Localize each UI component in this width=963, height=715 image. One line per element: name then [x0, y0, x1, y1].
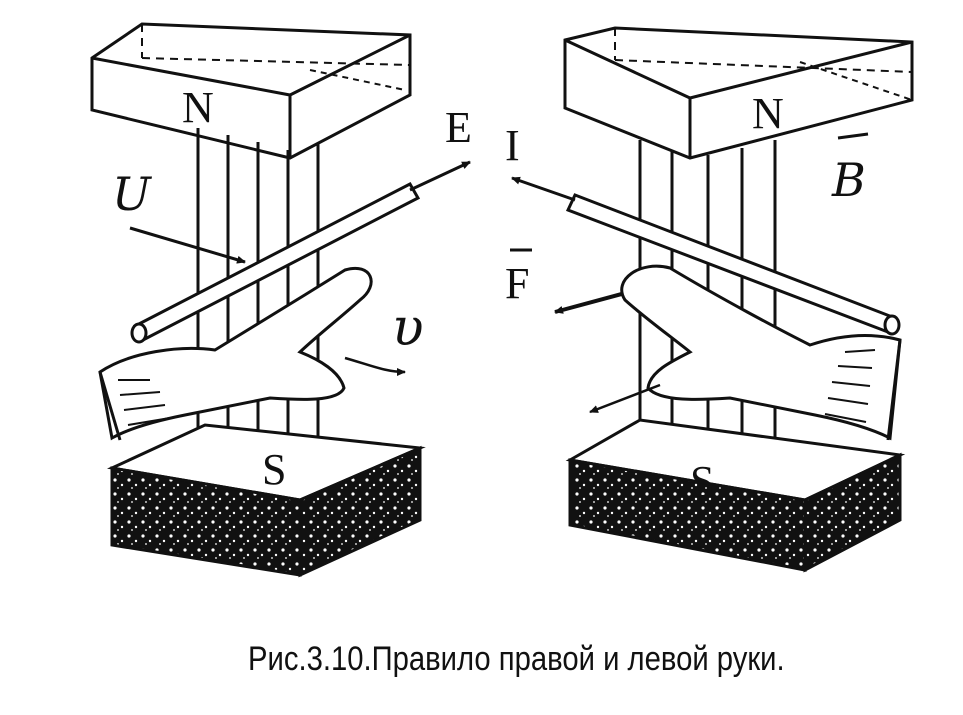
- left-voltage-arrow: [129, 226, 246, 264]
- right-conductor: [565, 193, 901, 336]
- left-south-label: S: [262, 445, 286, 494]
- left-emf-arrow: [409, 160, 471, 192]
- right-south-magnet: [565, 418, 906, 573]
- right-north-magnet: [563, 26, 914, 160]
- right-force-label: F: [505, 259, 529, 308]
- right-field-bar: [837, 132, 869, 140]
- left-conductor: [130, 182, 421, 344]
- left-panel: N S E U υ: [90, 22, 472, 578]
- left-south-magnet: [106, 423, 426, 578]
- right-panel: N S I F: [505, 26, 914, 573]
- right-current-label: I: [505, 121, 520, 170]
- left-north-magnet: [90, 22, 412, 160]
- left-hand: [620, 264, 902, 441]
- right-south-label: S: [690, 457, 714, 506]
- right-field-label: B: [831, 153, 866, 207]
- right-north-label: N: [752, 89, 784, 138]
- left-voltage-label: U: [112, 167, 153, 221]
- left-emf-label: E: [445, 103, 472, 152]
- left-velocity-arrow: [344, 356, 406, 376]
- left-velocity-label: υ: [392, 298, 424, 358]
- right-hand: [98, 266, 373, 441]
- right-current-arrow: [511, 176, 576, 202]
- figure-caption: Рис.3.10.Правило правой и левой руки.: [248, 640, 785, 678]
- right-lower-arrow: [589, 383, 661, 414]
- left-north-label: N: [182, 83, 214, 132]
